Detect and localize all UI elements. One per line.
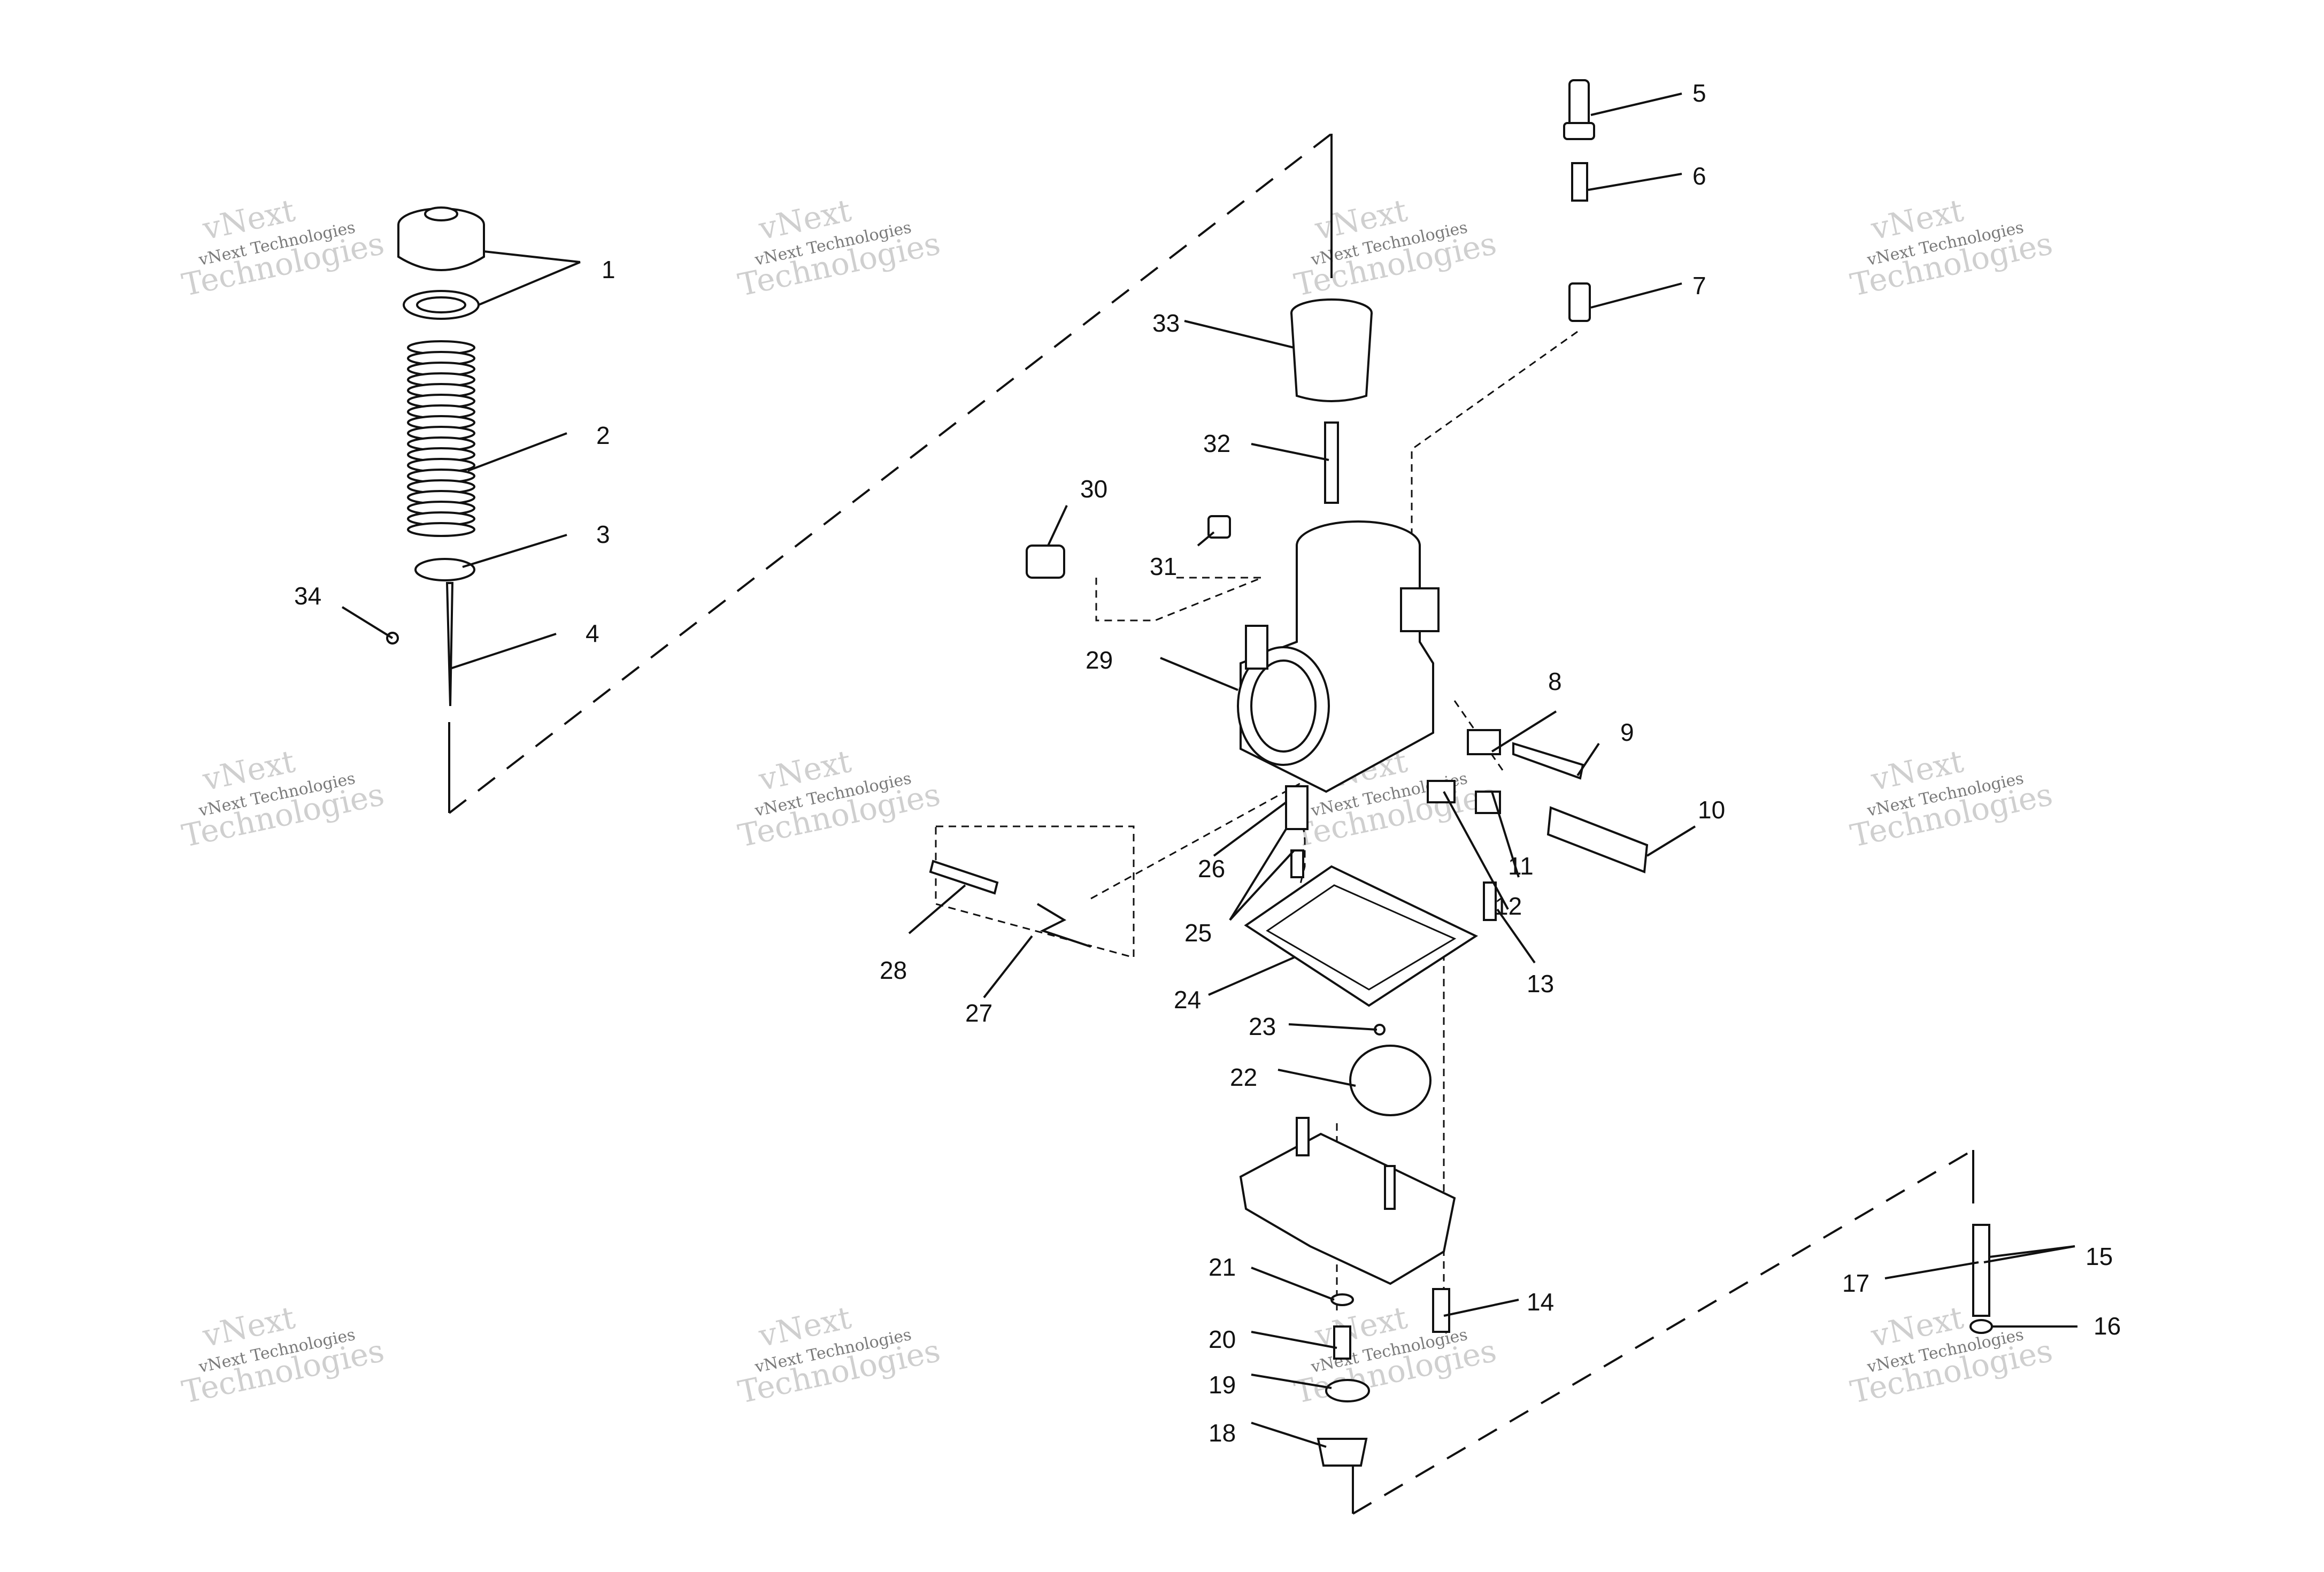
callout-13: 13 — [1527, 970, 1554, 998]
callout-14: 14 — [1527, 1288, 1554, 1316]
callout-16: 16 — [2094, 1312, 2121, 1340]
part-jet-needle — [1324, 421, 1339, 504]
callout-34: 34 — [294, 582, 321, 610]
callout-31: 31 — [1150, 553, 1177, 580]
callout-11: 11 — [1508, 852, 1534, 880]
callout-28: 28 — [880, 956, 907, 984]
part-main-jet — [1285, 785, 1309, 878]
callout-20: 20 — [1209, 1325, 1236, 1353]
callout-18: 18 — [1209, 1419, 1236, 1447]
part-pivot-pin — [929, 860, 1091, 948]
callout-19: 19 — [1209, 1371, 1236, 1399]
part-carburetor-body — [1237, 520, 1440, 793]
callout-26: 26 — [1198, 855, 1225, 883]
callout-22: 22 — [1230, 1063, 1257, 1091]
part-gasket — [1244, 865, 1479, 1007]
part-drain-plug — [1317, 1288, 1450, 1467]
callout-24: 24 — [1174, 986, 1201, 1014]
callout-32: 32 — [1203, 430, 1230, 457]
callout-23: 23 — [1249, 1013, 1276, 1040]
part-cap — [397, 206, 485, 320]
callout-3: 3 — [596, 520, 610, 548]
callout-2: 2 — [596, 421, 610, 449]
leader-lines — [341, 93, 2077, 1448]
callout-9: 9 — [1620, 718, 1634, 746]
callout-labels: 1 2 3 4 5 6 7 8 9 10 11 12 13 14 15 16 1… — [294, 79, 2121, 1447]
part-pilot-screw — [1427, 729, 1649, 921]
part-throttle-stop-screw — [1026, 515, 1231, 579]
callout-4: 4 — [586, 619, 599, 647]
part-spring — [407, 340, 475, 537]
callout-6: 6 — [1692, 162, 1706, 190]
callout-15: 15 — [2086, 1243, 2113, 1270]
callout-33: 33 — [1152, 309, 1180, 337]
callout-10: 10 — [1698, 796, 1725, 824]
callout-27: 27 — [965, 999, 992, 1027]
part-slide — [1290, 298, 1373, 402]
callout-1: 1 — [602, 256, 615, 283]
part-float — [1349, 1024, 1432, 1116]
callout-30: 30 — [1080, 475, 1107, 503]
callout-5: 5 — [1692, 79, 1706, 107]
part-adjuster — [1563, 79, 1595, 322]
callout-8: 8 — [1548, 668, 1562, 695]
part-needle — [445, 582, 454, 707]
callout-25: 25 — [1184, 919, 1212, 947]
part-retainer-plate — [414, 558, 475, 581]
callout-7: 7 — [1692, 272, 1706, 300]
part-hose-fitting — [1969, 1224, 1993, 1334]
assembly-boundary-lines — [448, 133, 1974, 1515]
callout-21: 21 — [1209, 1253, 1236, 1281]
spring-coil — [407, 522, 475, 537]
callout-12: 12 — [1495, 892, 1522, 920]
callout-17: 17 — [1842, 1269, 1869, 1297]
callout-29: 29 — [1086, 646, 1113, 674]
part-float-bowl — [1239, 1117, 1456, 1285]
